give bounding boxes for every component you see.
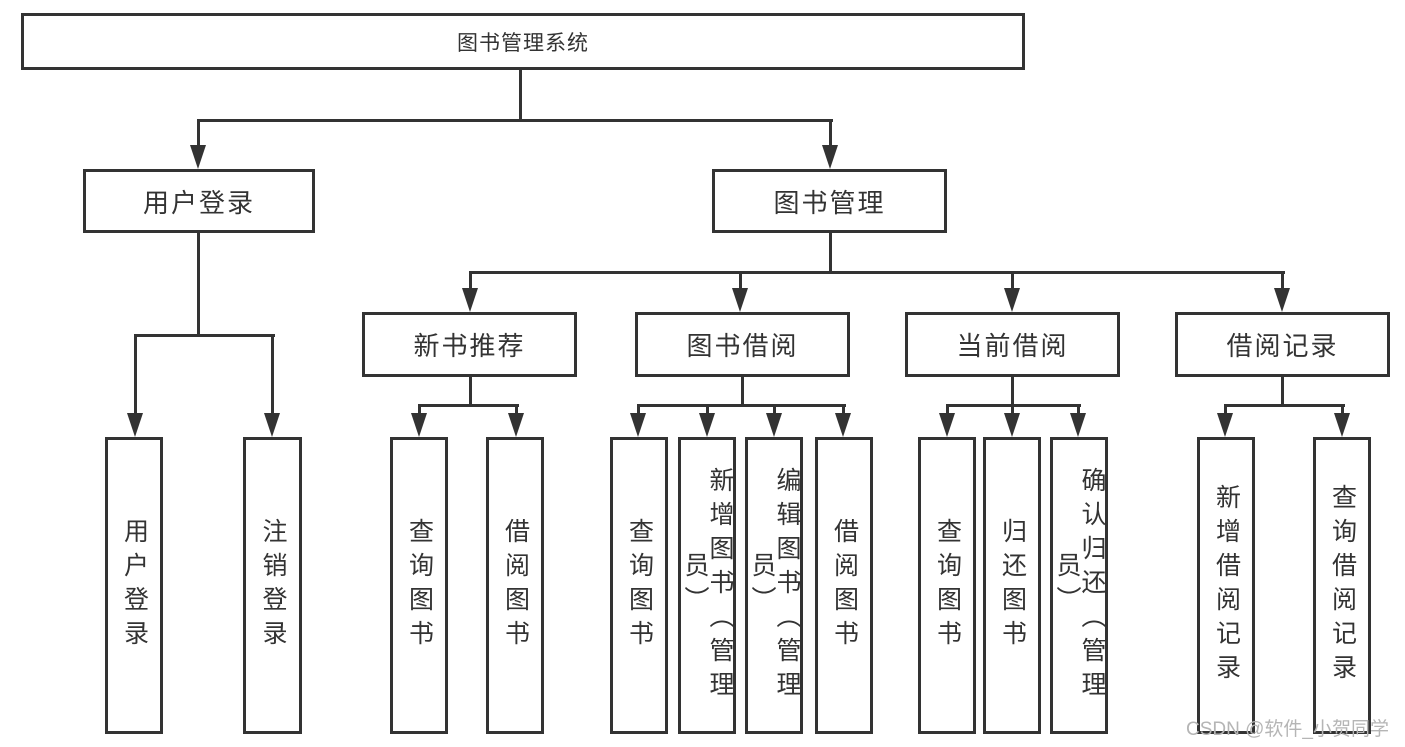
- node-root-label: 图书管理系统: [457, 31, 589, 55]
- leaf-bb-add-books-admin: 新增图书（管理员）: [678, 437, 736, 734]
- node-new-book-recommend-label: 新书推荐: [413, 331, 526, 361]
- connector-to-leaf-br-query: [1341, 404, 1344, 417]
- arrow-down-icon: [835, 413, 851, 437]
- arrow-down-icon: [1217, 413, 1233, 437]
- node-current-borrowing-label: 当前借阅: [956, 331, 1069, 361]
- connector-to-borrowing-records: [1281, 271, 1284, 290]
- connector-to-new-book-recommend: [469, 271, 472, 290]
- arrow-down-icon: [508, 413, 524, 437]
- leaf-bb-query-books-label: 查询图书: [625, 517, 654, 654]
- leaf-bb-borrow-books-label: 借阅图书: [830, 517, 859, 654]
- arrow-down-icon: [732, 288, 748, 312]
- connector-bb-branch: [637, 404, 846, 407]
- connector-to-leaf-bb-borrow: [842, 404, 845, 417]
- leaf-bb-borrow-books: 借阅图书: [815, 437, 873, 734]
- leaf-cb-confirm-return-admin-label: 确认归还（管理员）: [1053, 466, 1106, 705]
- leaf-br-add-record-label: 新增借阅记录: [1212, 483, 1241, 688]
- connector-to-current-borrowing: [1011, 271, 1014, 290]
- leaf-br-query-record: 查询借阅记录: [1313, 437, 1371, 734]
- node-borrowing-records-label: 借阅记录: [1226, 331, 1339, 361]
- node-user-login-group-label: 用户登录: [142, 187, 255, 218]
- leaf-user-login-label: 用户登录: [120, 517, 149, 654]
- connector-cb-stub: [1011, 375, 1014, 406]
- connector-nbr-stub: [469, 375, 472, 406]
- connector-to-leaf-nbr-borrow: [515, 404, 518, 417]
- leaf-cb-return-books: 归还图书: [983, 437, 1041, 734]
- connector-bb-stub: [741, 375, 744, 406]
- connector-br-stub: [1281, 375, 1284, 406]
- connector-to-leaf-nbr-query: [418, 404, 421, 417]
- arrow-down-icon: [1334, 413, 1350, 437]
- leaf-bb-add-books-admin-label: 新增图书（管理员）: [681, 466, 734, 705]
- connector-book-mgmt-stub: [829, 231, 832, 273]
- node-root: 图书管理系统: [21, 13, 1025, 70]
- connector-user-login-branch: [134, 334, 275, 337]
- connector-to-leaf-user-login: [134, 334, 137, 415]
- node-borrowing-records: 借阅记录: [1175, 312, 1390, 377]
- arrow-down-icon: [127, 413, 143, 437]
- connector-br-branch: [1224, 404, 1345, 407]
- connector-to-user-login-group: [197, 119, 200, 149]
- arrow-down-icon: [1274, 288, 1290, 312]
- node-book-management: 图书管理: [712, 169, 947, 233]
- leaf-cb-confirm-return-admin: 确认归还（管理员）: [1050, 437, 1108, 734]
- leaf-logout-label: 注销登录: [259, 517, 287, 654]
- arrow-down-icon: [411, 413, 427, 437]
- arrow-down-icon: [1004, 413, 1020, 437]
- connector-root-stub: [519, 68, 522, 120]
- node-book-management-label: 图书管理: [773, 187, 886, 218]
- connector-to-leaf-bb-add: [706, 404, 709, 417]
- node-user-login-group: 用户登录: [83, 169, 315, 233]
- arrow-down-icon: [630, 413, 646, 437]
- connector-to-book-management: [829, 119, 832, 149]
- leaf-user-login: 用户登录: [105, 437, 163, 734]
- leaf-nbr-borrow-books: 借阅图书: [486, 437, 544, 734]
- leaf-cb-return-books-label: 归还图书: [998, 517, 1027, 654]
- connector-user-login-stub: [197, 231, 200, 335]
- connector-to-leaf-br-add: [1224, 404, 1227, 417]
- arrow-down-icon: [1004, 288, 1020, 312]
- leaf-cb-query-books: 查询图书: [918, 437, 976, 734]
- arrow-down-icon: [699, 413, 715, 437]
- connector-to-leaf-bb-query: [637, 404, 640, 417]
- connector-to-leaf-logout: [271, 334, 274, 415]
- connector-root-branch: [197, 119, 833, 122]
- arrow-down-icon: [462, 288, 478, 312]
- leaf-nbr-query-books: 查询图书: [390, 437, 448, 734]
- leaf-br-add-record: 新增借阅记录: [1197, 437, 1255, 734]
- arrow-down-icon: [1070, 413, 1086, 437]
- leaf-cb-query-books-label: 查询图书: [933, 517, 962, 654]
- leaf-nbr-borrow-books-label: 借阅图书: [501, 517, 530, 654]
- connector-to-leaf-bb-edit: [773, 404, 776, 417]
- arrow-down-icon: [939, 413, 955, 437]
- arrow-down-icon: [264, 413, 280, 437]
- arrow-down-icon: [190, 145, 206, 169]
- connector-nbr-branch: [418, 404, 519, 407]
- connector-to-leaf-cb-query: [946, 404, 949, 417]
- connector-to-book-borrowing: [739, 271, 742, 290]
- leaf-br-query-record-label: 查询借阅记录: [1328, 483, 1357, 688]
- connector-to-leaf-cb-confirm: [1077, 404, 1080, 417]
- leaf-nbr-query-books-label: 查询图书: [405, 517, 434, 654]
- leaf-bb-query-books: 查询图书: [610, 437, 668, 734]
- leaf-bb-edit-books-admin-label: 编辑图书（管理员）: [748, 466, 801, 705]
- connector-to-leaf-cb-return: [1011, 404, 1014, 417]
- leaf-logout: 注销登录: [243, 437, 302, 734]
- node-book-borrowing-label: 图书借阅: [686, 331, 799, 361]
- node-book-borrowing: 图书借阅: [635, 312, 850, 377]
- arrow-down-icon: [822, 145, 838, 169]
- connector-book-mgmt-branch: [469, 271, 1285, 274]
- leaf-bb-edit-books-admin: 编辑图书（管理员）: [745, 437, 803, 734]
- node-new-book-recommend: 新书推荐: [362, 312, 577, 377]
- node-current-borrowing: 当前借阅: [905, 312, 1120, 377]
- watermark: CSDN @软件_小贺同学: [1186, 719, 1389, 740]
- arrow-down-icon: [766, 413, 782, 437]
